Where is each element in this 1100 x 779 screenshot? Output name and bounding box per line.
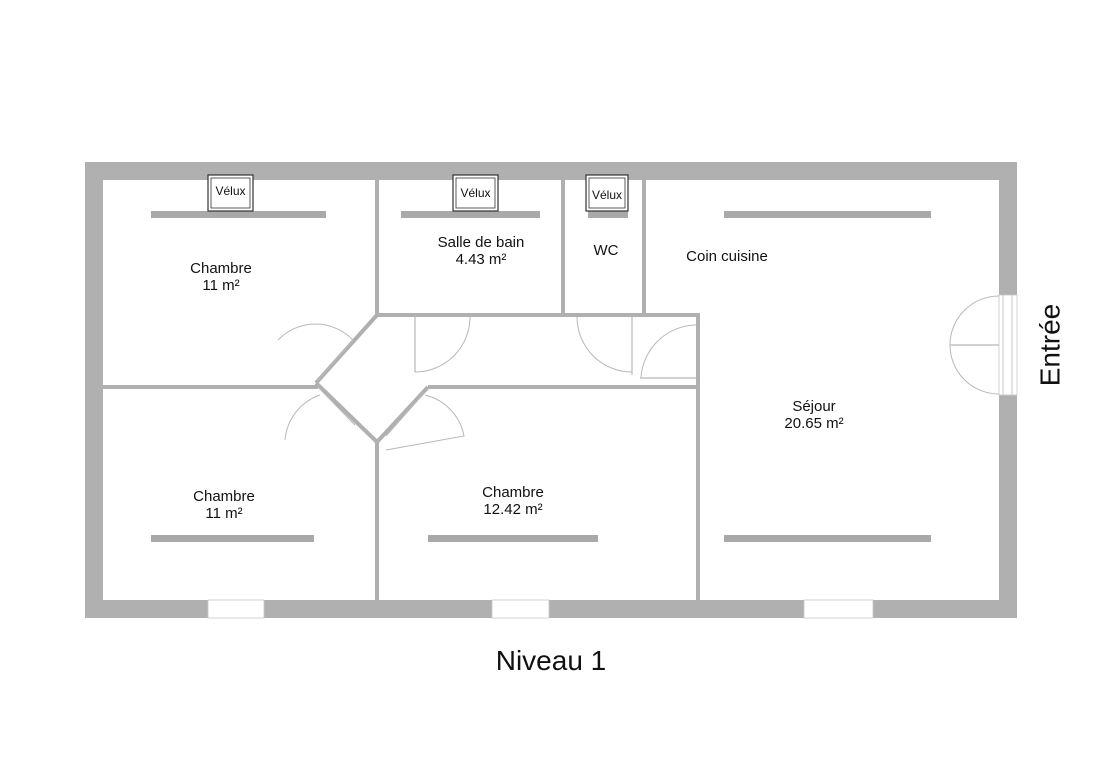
room-sejour: Séjour 20.65 m² bbox=[784, 398, 843, 432]
partition-diagonal-upper bbox=[314, 313, 379, 385]
door-chambre-top-left-arc bbox=[277, 323, 354, 341]
window-bottom-right bbox=[803, 599, 874, 619]
entrance-arc-top bbox=[949, 295, 1000, 346]
door-chambre-bottom-middle-arc bbox=[385, 394, 465, 451]
roof-beams bbox=[151, 211, 931, 542]
beam-sejour bbox=[724, 535, 931, 542]
room-name: Chambre bbox=[193, 488, 255, 505]
velux-1: Vélux bbox=[207, 174, 254, 212]
wall-left bbox=[85, 162, 103, 618]
room-chambre-top-left: Chambre 11 m² bbox=[190, 260, 252, 294]
window-bottom-left bbox=[207, 599, 265, 619]
door-wc-arc bbox=[576, 316, 633, 373]
room-chambre-bottom-left: Chambre 11 m² bbox=[193, 488, 255, 522]
bottom-windows bbox=[207, 599, 874, 619]
beam-chambre-top-left bbox=[151, 211, 326, 218]
room-name: Chambre bbox=[190, 260, 252, 277]
velux-3-label: Vélux bbox=[592, 188, 622, 202]
door-sejour-arc bbox=[640, 324, 698, 379]
velux-1-pane bbox=[210, 177, 251, 209]
velux-2: Vélux bbox=[452, 174, 499, 212]
door-wc[interactable] bbox=[576, 316, 633, 375]
velux-1-label: Vélux bbox=[215, 184, 245, 198]
room-area: 12.42 m² bbox=[483, 501, 542, 518]
door-chambre-top-left[interactable] bbox=[277, 323, 354, 381]
beam-chambre-bottom-left bbox=[151, 535, 314, 542]
room-area: 20.65 m² bbox=[784, 415, 843, 432]
room-wc: WC bbox=[594, 242, 619, 259]
room-chambre-bottom-middle: Chambre 12.42 m² bbox=[482, 484, 544, 518]
wall-bottom bbox=[85, 600, 1017, 618]
door-bathroom-arc bbox=[414, 316, 471, 373]
door-bathroom[interactable] bbox=[414, 316, 471, 373]
beam-coin-cuisine bbox=[724, 211, 931, 218]
room-area: 11 m² bbox=[205, 505, 242, 522]
wall-top bbox=[85, 162, 1017, 180]
room-name: Salle de bain bbox=[438, 234, 525, 251]
partition-diagonal-lower-left bbox=[314, 381, 379, 444]
entrance-opening bbox=[998, 294, 1018, 396]
door-chambre-bottom-left[interactable] bbox=[284, 386, 356, 441]
room-name: Chambre bbox=[482, 484, 544, 501]
window-bottom-middle bbox=[491, 599, 550, 619]
room-area: 4.43 m² bbox=[456, 251, 507, 268]
velux-3-pane bbox=[588, 177, 626, 209]
velux-2-pane bbox=[455, 177, 496, 209]
door-sejour[interactable] bbox=[640, 324, 698, 379]
entrance-door[interactable] bbox=[949, 294, 1018, 396]
interior-doors bbox=[277, 316, 698, 451]
room-salle-de-bain: Salle de bain 4.43 m² bbox=[438, 234, 525, 268]
door-chambre-bottom-middle[interactable] bbox=[385, 391, 465, 451]
velux-2-label: Vélux bbox=[460, 186, 490, 200]
room-name: Coin cuisine bbox=[686, 248, 768, 265]
room-name: Séjour bbox=[792, 398, 835, 415]
entrance-arc-bottom bbox=[949, 344, 1000, 395]
room-name: WC bbox=[594, 242, 619, 259]
interior-partitions bbox=[101, 178, 700, 602]
room-area: 11 m² bbox=[202, 277, 239, 294]
level-title: Niveau 1 bbox=[496, 645, 607, 676]
door-chambre-top-left-leaf bbox=[317, 339, 354, 381]
velux-3: Vélux bbox=[585, 174, 629, 212]
beam-chambre-bottom-middle bbox=[428, 535, 598, 542]
outer-walls bbox=[85, 162, 1017, 618]
door-chambre-bottom-middle-leaf bbox=[385, 391, 426, 437]
partition-diagonal-lower-right bbox=[375, 385, 430, 444]
entrance-label: Entrée bbox=[1034, 304, 1065, 387]
door-chambre-bottom-left-arc bbox=[284, 394, 321, 441]
beam-salle-de-bain bbox=[401, 211, 540, 218]
room-coin-cuisine: Coin cuisine bbox=[686, 248, 768, 265]
beam-wc bbox=[588, 211, 628, 218]
door-chambre-bottom-left-leaf bbox=[317, 386, 356, 426]
